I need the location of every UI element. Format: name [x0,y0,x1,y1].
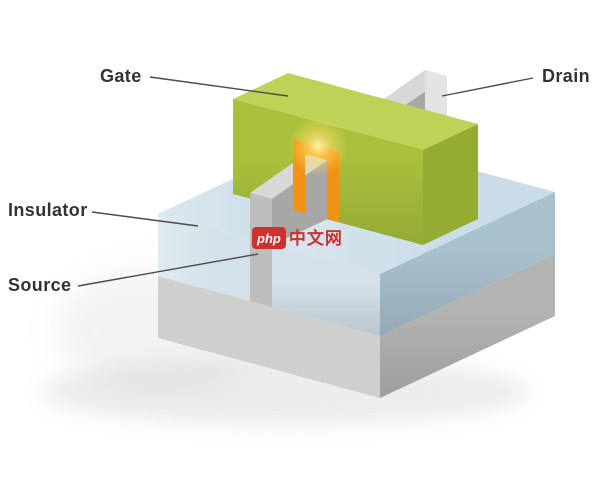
leader-line-insulator [91,211,199,227]
label-drain: Drain [542,66,590,86]
label-source: Source [8,275,71,295]
shading-overlay [158,214,250,301]
leader-line-drain [441,77,534,97]
junction-glow [288,116,348,176]
shading-overlay [380,254,555,398]
shading-overlay [272,245,380,336]
watermark-php-badge: php [252,227,286,249]
gate-top-face [233,73,478,150]
watermark-site-text: 中文网 [288,228,343,248]
watermark: php 中文网 [252,227,343,249]
shading-overlay [380,192,555,336]
gate-side-face [423,124,478,245]
leader-line-source [77,253,259,287]
label-insulator: Insulator [8,200,88,220]
substrate-front-face [158,276,380,398]
fin-source-end-face [250,193,272,307]
leader-line-gate [149,76,289,97]
label-gate: Gate [100,66,142,86]
